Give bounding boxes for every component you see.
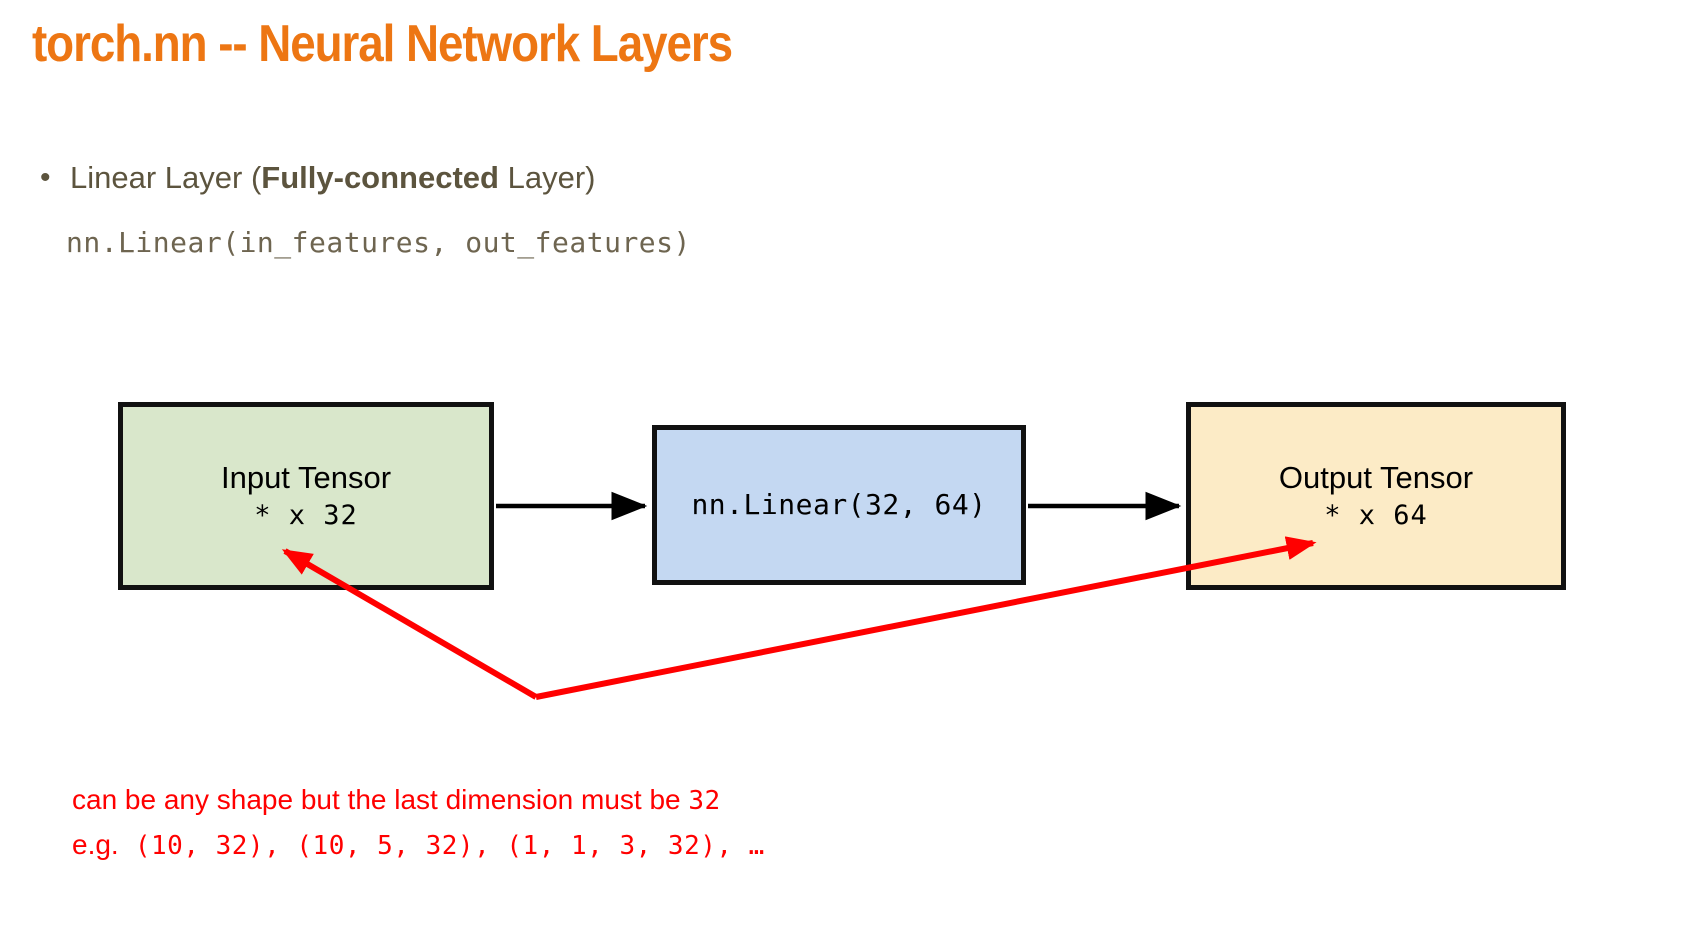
input-tensor-box: Input Tensor * x 32: [118, 402, 494, 590]
annotation-line-1-text: can be any shape but the last dimension …: [72, 784, 689, 815]
output-tensor-shape: * x 64: [1324, 500, 1428, 531]
bullet-list: • Linear Layer (Fully-connected Layer) n…: [36, 158, 1136, 262]
linear-signature-code: nn.Linear(in_features, out_features): [66, 226, 691, 259]
output-tensor-box: Output Tensor * x 64: [1186, 402, 1566, 590]
bullet-text-after: Layer): [498, 160, 596, 195]
linear-layer-box: nn.Linear(32, 64): [652, 425, 1026, 585]
annotation-note: can be any shape but the last dimension …: [72, 778, 765, 868]
annotation-line-2: e.g. (10, 32), (10, 5, 32), (1, 1, 3, 32…: [72, 823, 765, 868]
linear-layer-label: nn.Linear(32, 64): [691, 488, 987, 521]
input-tensor-shape: * x 32: [254, 500, 358, 531]
page-title: torch.nn -- Neural Network Layers: [32, 15, 733, 73]
code-line-row: nn.Linear(in_features, out_features): [66, 224, 1136, 262]
bullet-text: Linear Layer (Fully-connected Layer): [70, 158, 595, 198]
bullet-text-bold: Fully-connected: [261, 160, 499, 195]
output-tensor-title: Output Tensor: [1278, 460, 1474, 495]
bullet-text-before: Linear Layer (: [70, 160, 262, 195]
input-tensor-title: Input Tensor: [220, 460, 392, 495]
annotation-line-1-value: 32: [688, 786, 721, 816]
annotation-line-2-examples: (10, 32), (10, 5, 32), (1, 1, 3, 32), …: [118, 831, 765, 861]
annotation-line-1: can be any shape but the last dimension …: [72, 778, 765, 823]
bullet-dot-icon: •: [40, 161, 51, 194]
list-item: • Linear Layer (Fully-connected Layer): [36, 158, 1136, 198]
annotation-line-2-text: e.g.: [72, 829, 119, 860]
